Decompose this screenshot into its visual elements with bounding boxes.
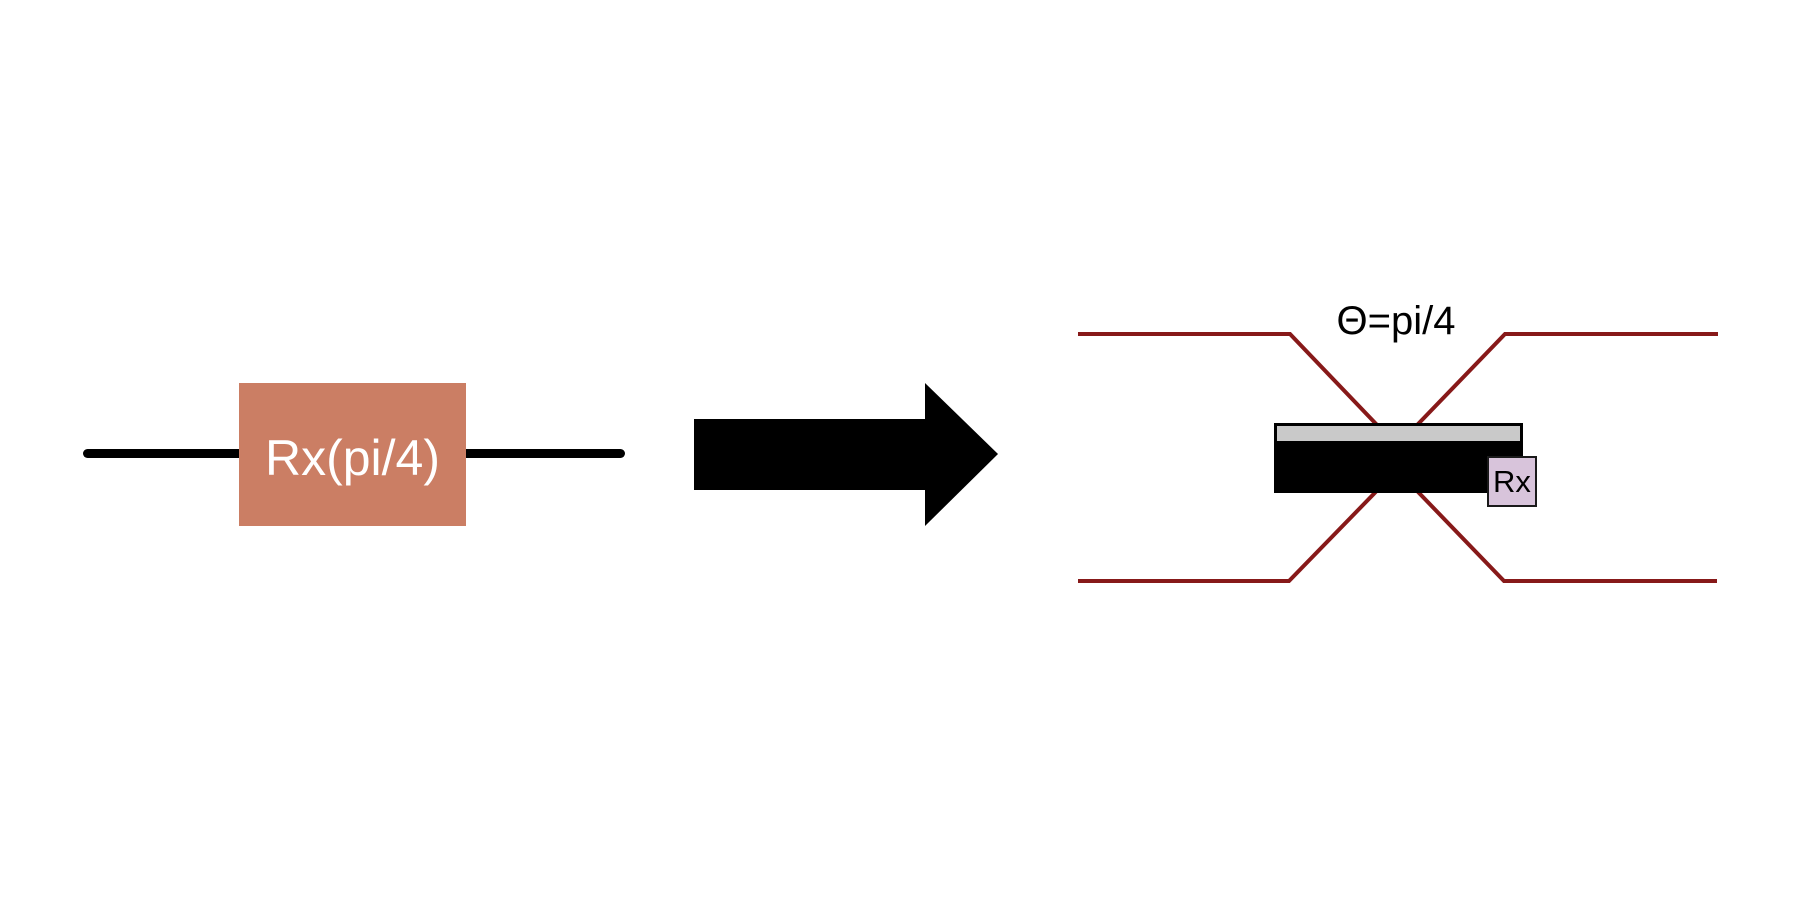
theta-angle-label: Θ=pi/4 [1336, 299, 1456, 343]
beamsplitter-body [1274, 441, 1523, 493]
waveguide-top-right [1392, 332, 1718, 451]
waveguide-top-left [1078, 332, 1402, 451]
rx-gate-label: Rx(pi/4) [264, 429, 441, 486]
beamsplitter-coupler [1274, 423, 1523, 444]
rx-gate-box: Rx(pi/4) [239, 383, 466, 526]
transform-arrow-shaft [694, 419, 926, 490]
waveguide-bottom-right [1392, 465, 1717, 583]
transform-arrow-head-icon [925, 383, 998, 526]
rx-component-tag: Rx [1487, 456, 1537, 507]
rx-component-tag-label: Rx [1493, 463, 1531, 499]
waveguide-bottom-left [1078, 465, 1402, 583]
